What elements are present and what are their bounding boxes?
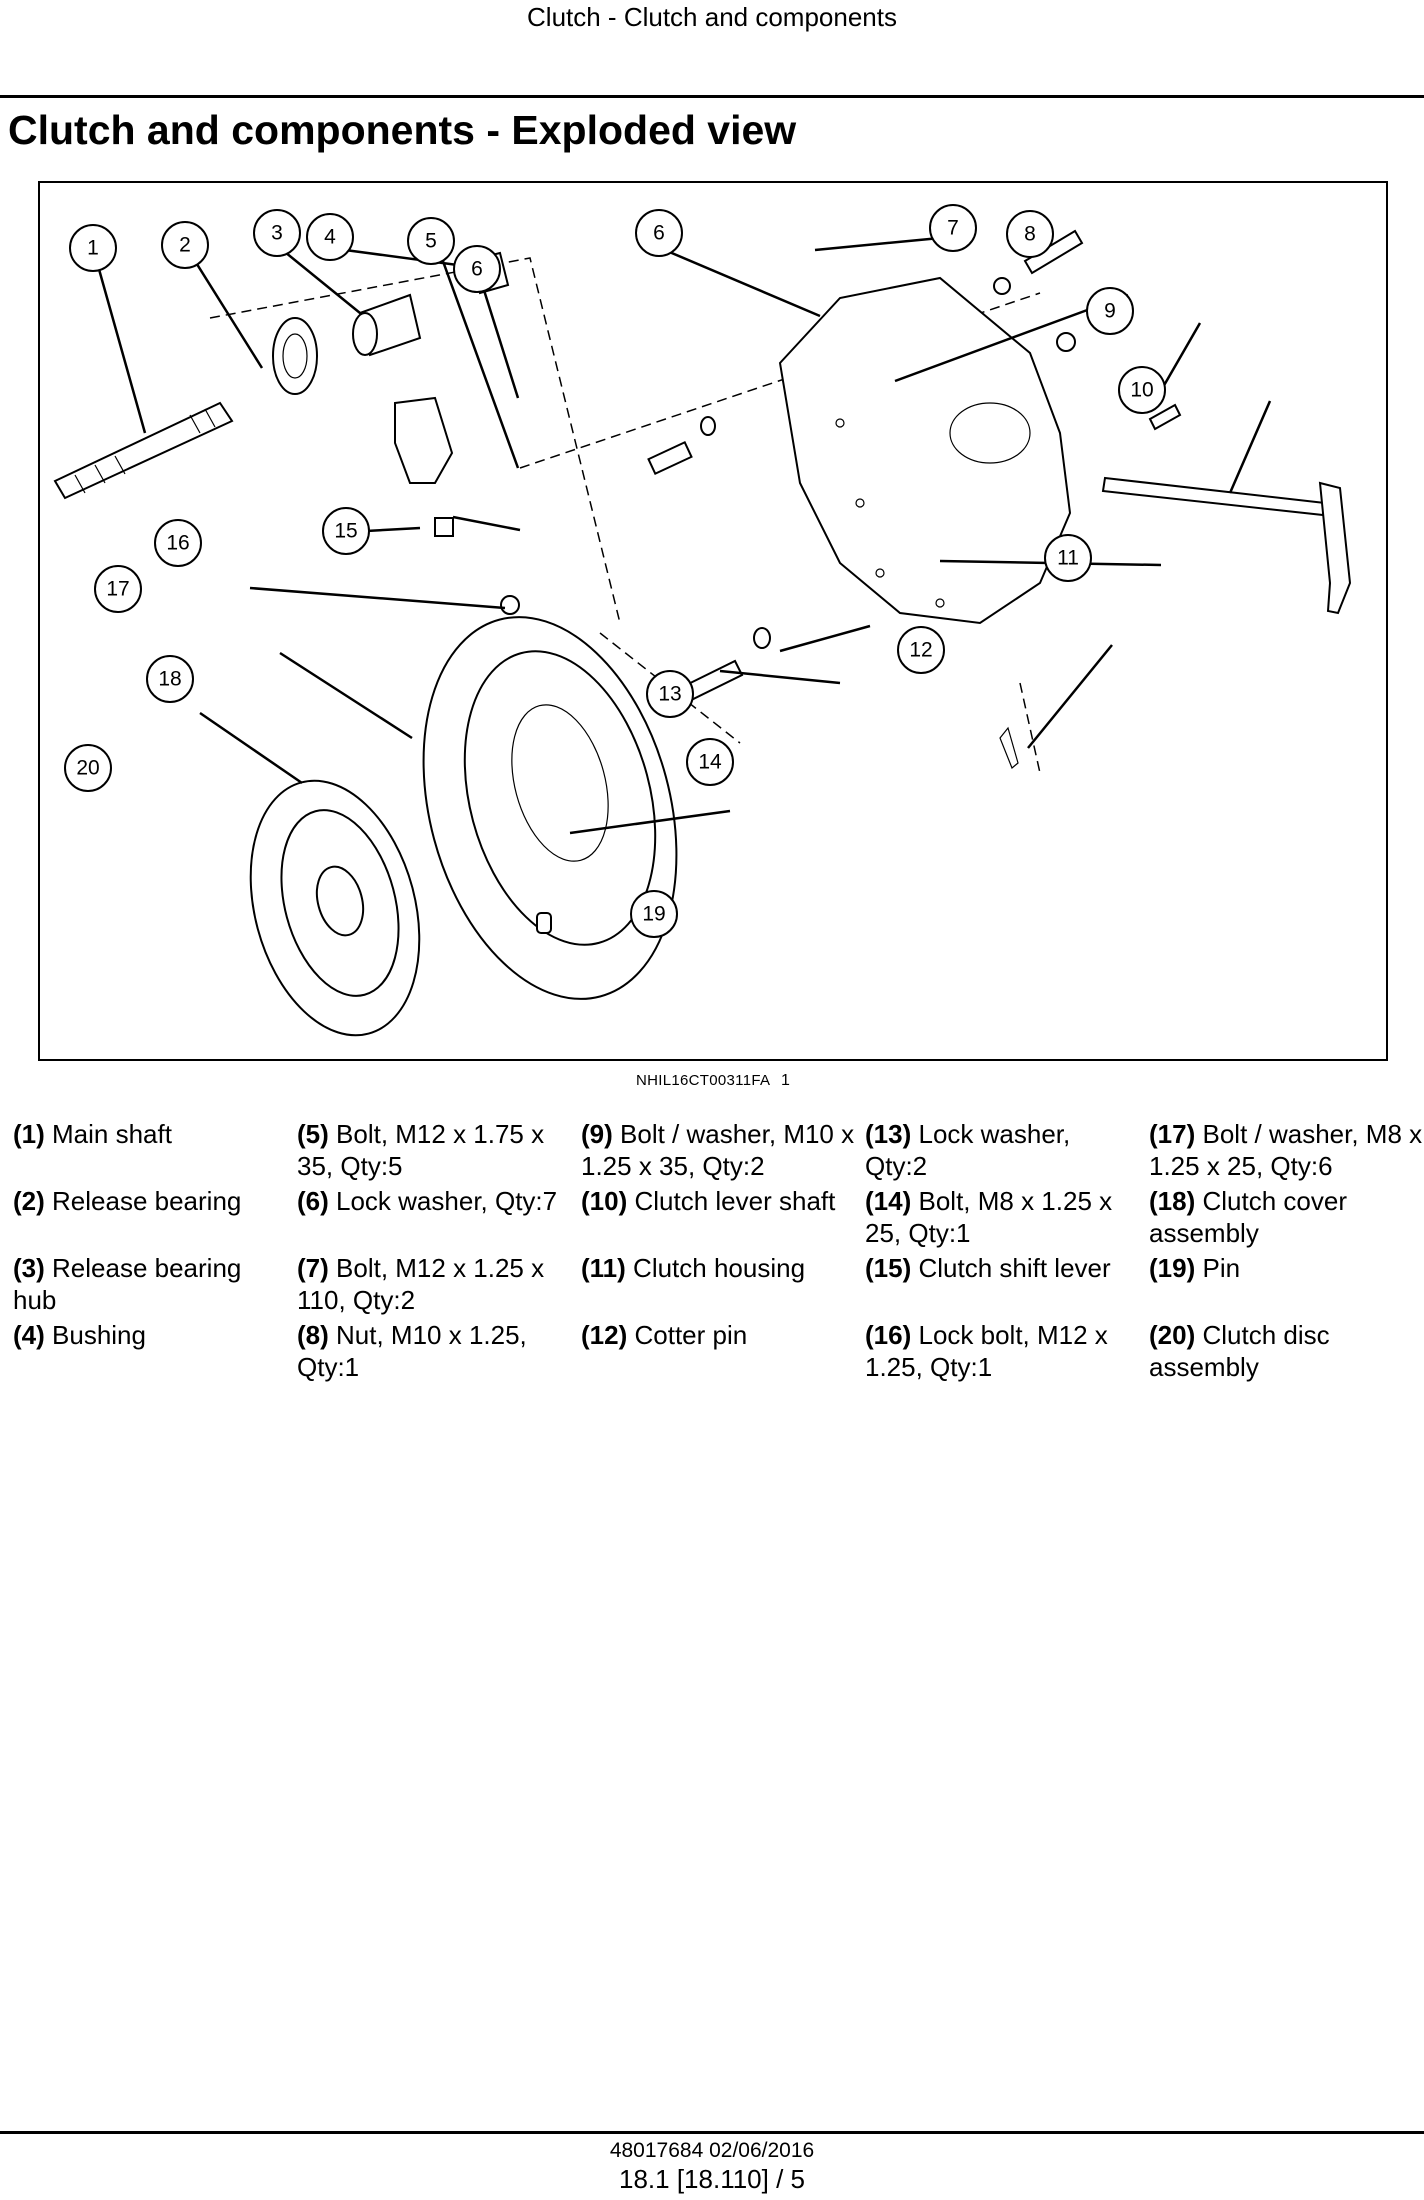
- legend-item: (8) Nut, M10 x 1.25, Qty:1: [297, 1320, 527, 1382]
- callout-2: 2: [161, 221, 209, 269]
- footer-divider: [0, 2131, 1424, 2134]
- legend-item: (16) Lock bolt, M12 x 1.25, Qty:1: [865, 1320, 1108, 1382]
- svg-text:6: 6: [471, 258, 483, 281]
- callout-1: 1: [69, 224, 117, 272]
- svg-text:8: 8: [1024, 223, 1036, 246]
- figure-number: 1: [781, 1072, 790, 1089]
- lock-washer-top-part: [993, 277, 1011, 295]
- legend-item: (11) Clutch housing: [581, 1253, 806, 1283]
- release-bearing-hub-part: [352, 293, 422, 357]
- svg-text:5: 5: [425, 230, 437, 253]
- svg-text:9: 9: [1104, 300, 1116, 323]
- clutch-shift-lever-part: [394, 396, 454, 484]
- svg-text:4: 4: [324, 226, 336, 249]
- callout-8: 8: [1006, 210, 1054, 258]
- cotter-pin-part: [999, 726, 1019, 769]
- callout-15: 15: [322, 507, 370, 555]
- svg-text:12: 12: [909, 639, 932, 662]
- clutch-cover-assembly-part: [422, 616, 678, 1000]
- svg-text:10: 10: [1130, 379, 1153, 402]
- callout-16: 16: [154, 519, 202, 567]
- pin-part: [536, 912, 552, 934]
- callout-5: 5: [407, 217, 455, 265]
- page-title: Clutch and components - Exploded view: [8, 107, 797, 153]
- legend-item: (14) Bolt, M8 x 1.25 x 25, Qty:1: [865, 1186, 1113, 1248]
- callout-3: 3: [253, 209, 301, 257]
- svg-text:6: 6: [653, 222, 665, 245]
- callout-10: 10: [1118, 366, 1166, 414]
- legend-item: (6) Lock washer, Qty:7: [297, 1186, 558, 1216]
- legend-item: (20) Clutch disc assembly: [1149, 1320, 1330, 1382]
- exploded-view-drawing: 1 2 3 4 5 6 6 7 8 9 10 11 12 13 14 15 16…: [53, 204, 1352, 1037]
- legend-item: (18) Clutch cover assembly: [1149, 1186, 1347, 1248]
- header-divider: [0, 95, 1424, 98]
- assembly-axis: [209, 257, 1041, 774]
- callout-4: 4: [306, 213, 354, 261]
- lock-washer-small-part: [753, 627, 771, 649]
- svg-text:17: 17: [106, 578, 129, 601]
- bolt-washer-m10-part: [1148, 403, 1182, 431]
- svg-text:16: 16: [166, 532, 189, 555]
- callout-19: 19: [630, 890, 678, 938]
- callout-6b: 6: [635, 209, 683, 257]
- lock-bolt-part: [434, 517, 454, 537]
- svg-text:2: 2: [179, 234, 191, 257]
- callout-18: 18: [146, 655, 194, 703]
- main-shaft-part: [53, 401, 234, 500]
- footer-page-number: 18.1 [18.110] / 5: [619, 2164, 805, 2194]
- lock-washer-part: [700, 416, 716, 436]
- callout-6a: 6: [453, 245, 501, 293]
- legend-item: (17) Bolt / washer, M8 x 1.25 x 25, Qty:…: [1149, 1119, 1423, 1181]
- svg-text:18: 18: [158, 668, 181, 691]
- bolt-washer-part: [500, 595, 520, 615]
- exploded-view-figure: 1 2 3 4 5 6 6 7 8 9 10 11 12 13 14 15 16…: [38, 181, 1388, 1061]
- callout-17: 17: [94, 565, 142, 613]
- legend-item: (19) Pin: [1149, 1253, 1241, 1283]
- legend-item: (4) Bushing: [13, 1320, 146, 1350]
- legend-item: (13) Lock washer, Qty:2: [865, 1119, 1071, 1181]
- callout-20: 20: [64, 744, 112, 792]
- callout-13: 13: [646, 670, 694, 718]
- legend-item: (15) Clutch shift lever: [865, 1253, 1111, 1283]
- callout-14: 14: [686, 738, 734, 786]
- callout-12: 12: [897, 626, 945, 674]
- svg-text:14: 14: [698, 751, 722, 774]
- clutch-disc-assembly-part: [249, 779, 421, 1037]
- figure-reference: NHIL16CT00311FA: [636, 1072, 771, 1089]
- legend-item: (12) Cotter pin: [581, 1320, 748, 1350]
- legend-item: (2) Release bearing: [13, 1186, 242, 1216]
- legend-item: (7) Bolt, M12 x 1.25 x 110, Qty:2: [297, 1253, 545, 1315]
- svg-text:3: 3: [271, 222, 283, 245]
- clutch-lever-shaft-part: [1101, 476, 1352, 615]
- parts-legend: (1) Main shaft (5) Bolt, M12 x 1.75 x 35…: [13, 1118, 1423, 1386]
- svg-text:11: 11: [1057, 547, 1079, 570]
- bolt-m12-part: [647, 440, 693, 476]
- svg-text:19: 19: [642, 903, 665, 926]
- svg-text:20: 20: [76, 757, 99, 780]
- svg-text:7: 7: [947, 217, 959, 240]
- callout-7: 7: [929, 204, 977, 252]
- footer-document-id: 48017684 02/06/2016: [609, 2139, 815, 2162]
- callout-11: 11: [1044, 534, 1092, 582]
- legend-item: (3) Release bearing hub: [13, 1253, 242, 1315]
- running-header: Clutch - Clutch and components: [527, 2, 897, 32]
- legend-item: (5) Bolt, M12 x 1.75 x 35, Qty:5: [297, 1119, 545, 1181]
- legend-item: (9) Bolt / washer, M10 x 1.25 x 35, Qty:…: [581, 1119, 855, 1181]
- callout-9: 9: [1086, 287, 1134, 335]
- clutch-housing-part: [778, 276, 1072, 625]
- nut-part: [1056, 332, 1076, 352]
- legend-item: (10) Clutch lever shaft: [581, 1186, 836, 1216]
- long-bolt-part: [1023, 229, 1084, 275]
- legend-item: (1) Main shaft: [13, 1119, 172, 1149]
- svg-text:1: 1: [87, 237, 99, 260]
- release-bearing-part: [272, 317, 318, 395]
- svg-text:13: 13: [658, 683, 681, 706]
- svg-text:15: 15: [334, 520, 357, 543]
